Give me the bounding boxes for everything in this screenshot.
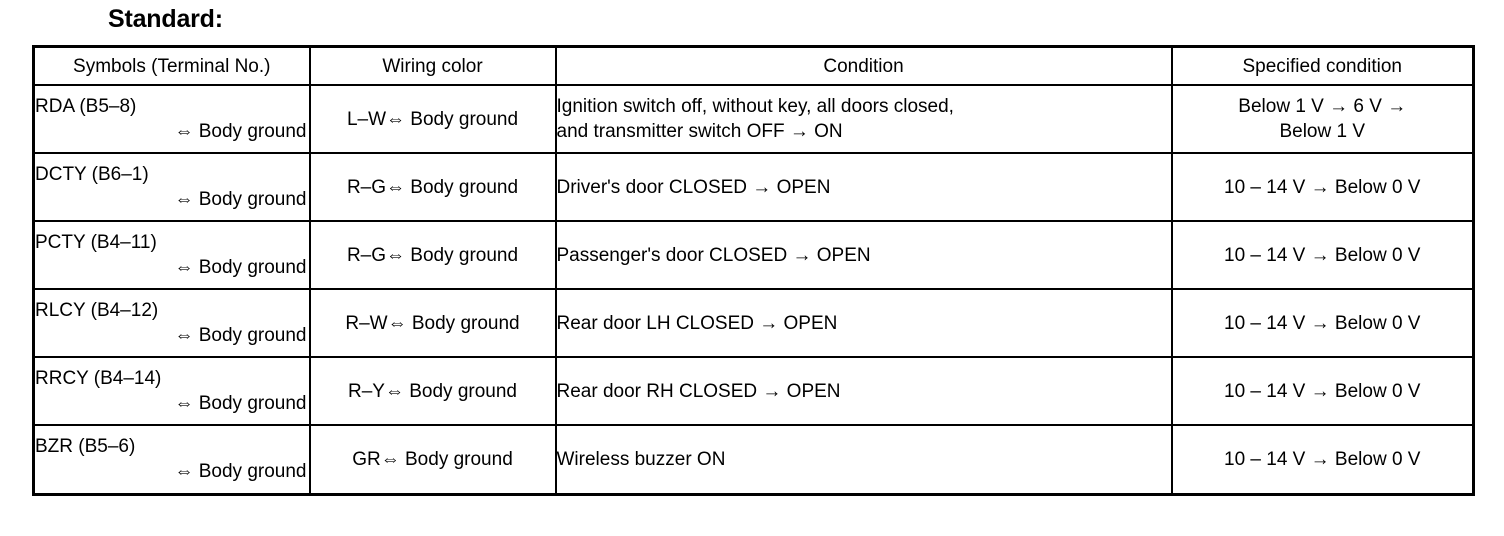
specified-line-1: 10 – 14 V → Below 0 V <box>1224 380 1421 402</box>
cell-condition: Rear door RH CLOSED → OPEN <box>554 356 1173 426</box>
standard-specification-table: Symbols (Terminal No.) Wiring color Cond… <box>32 45 1475 496</box>
table-row: PCTY (B4–11) ⇔ Body ground R–G⇔ Body gro… <box>32 220 1475 290</box>
symbol-terminal: RRCY (B4–14) <box>35 368 162 389</box>
symbol-reference: ⇔ Body ground <box>174 393 307 414</box>
symbol-reference: ⇔ Body ground <box>174 325 307 346</box>
symbol-terminal: RDA (B5–8) <box>35 96 137 117</box>
specified-line-1: 10 – 14 V → Below 0 V <box>1224 176 1421 198</box>
cell-specified-condition: 10 – 14 V → Below 0 V <box>1170 424 1475 495</box>
cell-specified-condition: 10 – 14 V → Below 0 V <box>1170 288 1475 358</box>
table-body: RDA (B5–8) ⇔ Body ground L–W⇔ Body groun… <box>32 84 1475 495</box>
condition-line-1: Wireless buzzer ON <box>556 448 726 470</box>
table-row: RDA (B5–8) ⇔ Body ground L–W⇔ Body groun… <box>32 84 1475 154</box>
condition-line-1: Rear door RH CLOSED → OPEN <box>556 380 841 402</box>
symbol-reference: ⇔ Body ground <box>174 121 307 142</box>
cell-wiring-color: R–G⇔ Body ground <box>308 220 557 290</box>
condition-line-1: Rear door LH CLOSED → OPEN <box>556 312 838 334</box>
cell-symbols: PCTY (B4–11) ⇔ Body ground <box>32 220 311 290</box>
symbol-terminal: DCTY (B6–1) <box>35 164 149 185</box>
cell-symbols: RRCY (B4–14) ⇔ Body ground <box>32 356 311 426</box>
cell-specified-condition: 10 – 14 V → Below 0 V <box>1170 356 1475 426</box>
specified-line-1: 10 – 14 V → Below 0 V <box>1224 448 1421 470</box>
symbol-terminal: PCTY (B4–11) <box>35 232 157 253</box>
cell-specified-condition: 10 – 14 V → Below 0 V <box>1170 220 1475 290</box>
cell-symbols: RLCY (B4–12) ⇔ Body ground <box>32 288 311 358</box>
column-header-wiring-color: Wiring color <box>308 45 557 86</box>
column-header-specified-condition: Specified condition <box>1170 45 1475 86</box>
specified-line-2: Below 1 V <box>1279 121 1366 142</box>
condition-line-2: and transmitter switch OFF → ON <box>556 121 843 142</box>
column-header-condition: Condition <box>554 45 1173 86</box>
cell-wiring-color: L–W⇔ Body ground <box>308 84 557 154</box>
cell-condition: Ignition switch off, without key, all do… <box>554 84 1173 154</box>
symbol-reference: ⇔ Body ground <box>174 257 307 278</box>
condition-line-1: Driver's door CLOSED → OPEN <box>556 176 831 198</box>
cell-symbols: BZR (B5–6) ⇔ Body ground <box>32 424 311 495</box>
table-row: BZR (B5–6) ⇔ Body ground GR⇔ Body ground… <box>32 424 1475 495</box>
symbol-terminal: RLCY (B4–12) <box>35 300 159 321</box>
cell-wiring-color: GR⇔ Body ground <box>308 424 557 495</box>
symbol-reference: ⇔ Body ground <box>174 189 307 210</box>
table-header: Symbols (Terminal No.) Wiring color Cond… <box>32 45 1475 86</box>
symbol-reference: ⇔ Body ground <box>174 461 307 483</box>
table-row: DCTY (B6–1) ⇔ Body ground R–G⇔ Body grou… <box>32 152 1475 222</box>
specified-line-1: 10 – 14 V → Below 0 V <box>1224 312 1421 334</box>
table-row: RRCY (B4–14) ⇔ Body ground R–Y⇔ Body gro… <box>32 356 1475 426</box>
specified-line-1: 10 – 14 V → Below 0 V <box>1224 244 1421 266</box>
condition-line-1: Passenger's door CLOSED → OPEN <box>556 244 871 266</box>
cell-condition: Passenger's door CLOSED → OPEN <box>554 220 1173 290</box>
cell-condition: Driver's door CLOSED → OPEN <box>554 152 1173 222</box>
cell-wiring-color: R–G⇔ Body ground <box>308 152 557 222</box>
cell-condition: Rear door LH CLOSED → OPEN <box>554 288 1173 358</box>
column-header-symbols: Symbols (Terminal No.) <box>32 45 311 86</box>
table-header-row: Symbols (Terminal No.) Wiring color Cond… <box>32 45 1475 86</box>
cell-wiring-color: R–Y⇔ Body ground <box>308 356 557 426</box>
cell-symbols: DCTY (B6–1) ⇔ Body ground <box>32 152 311 222</box>
cell-condition: Wireless buzzer ON <box>554 424 1173 495</box>
cell-symbols: RDA (B5–8) ⇔ Body ground <box>32 84 311 154</box>
cell-specified-condition: 10 – 14 V → Below 0 V <box>1170 152 1475 222</box>
page-title: Standard: <box>108 5 223 33</box>
specified-line-1: Below 1 V → 6 V → <box>1238 96 1407 117</box>
cell-specified-condition: Below 1 V → 6 V → Below 1 V <box>1170 84 1475 154</box>
symbol-terminal: BZR (B5–6) <box>35 436 136 458</box>
cell-wiring-color: R–W⇔ Body ground <box>308 288 557 358</box>
condition-line-1: Ignition switch off, without key, all do… <box>556 96 954 117</box>
table-row: RLCY (B4–12) ⇔ Body ground R–W⇔ Body gro… <box>32 288 1475 358</box>
